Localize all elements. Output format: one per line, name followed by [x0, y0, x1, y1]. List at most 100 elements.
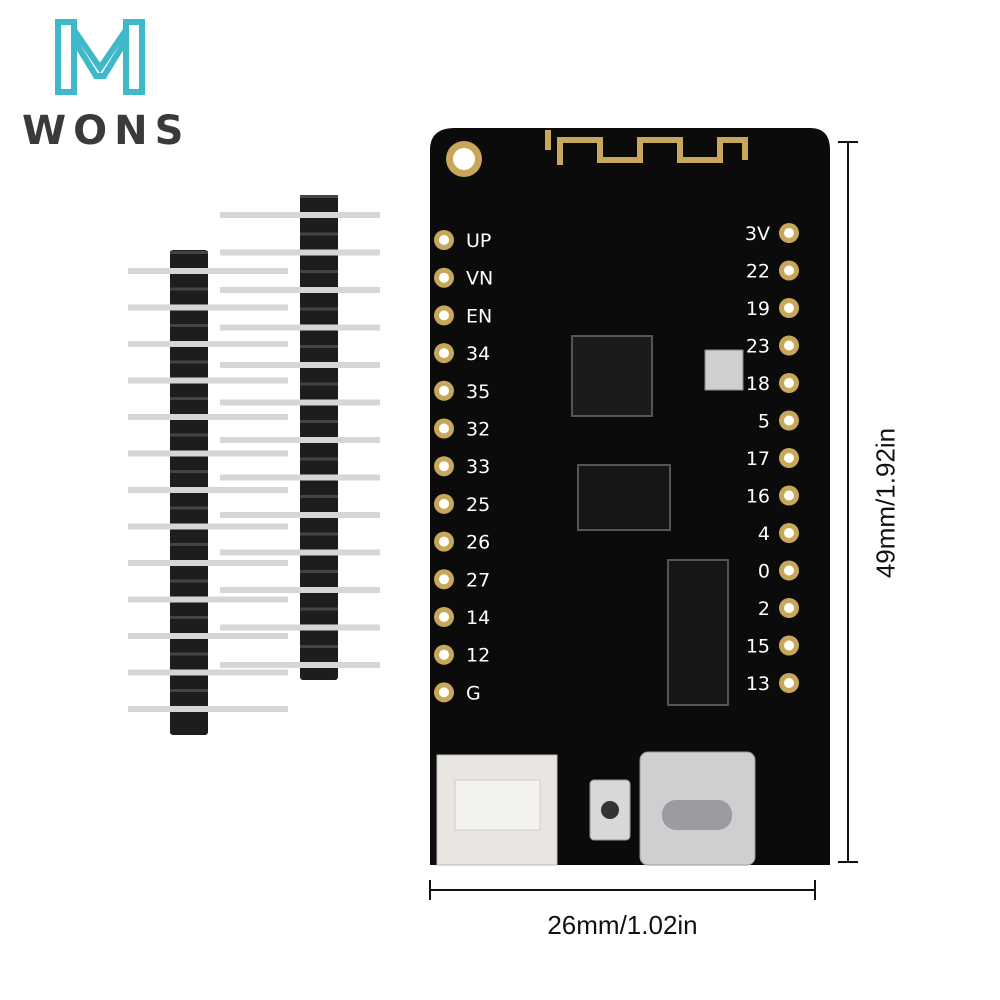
pin-hole: [439, 235, 449, 245]
pin-hole: [784, 640, 794, 651]
crystal-oscillator: [704, 349, 744, 391]
pin-label-left: 27: [466, 569, 490, 591]
antenna-trace: [545, 130, 748, 165]
pin-label-right: 5: [758, 411, 770, 433]
pin-label-left: 35: [466, 381, 490, 403]
pin-label-right: 19: [746, 298, 770, 320]
header-pin: [128, 377, 288, 384]
pin-label-left: 14: [466, 607, 490, 629]
header-divider: [300, 607, 338, 611]
pin-hole: [784, 415, 794, 426]
header-divider: [300, 532, 338, 536]
pin-hole: [439, 498, 449, 509]
pin-label-left: EN: [466, 305, 492, 327]
header-pin: [220, 512, 380, 518]
pin-label-left: 26: [466, 532, 490, 554]
header-pin: [220, 324, 380, 331]
pin-hole: [439, 461, 449, 472]
pin-label-left: 12: [466, 645, 490, 667]
header-divider: [300, 270, 338, 273]
header-divider: [300, 307, 338, 311]
pin-hole: [784, 303, 794, 313]
pin-hole: [439, 574, 449, 585]
pin-hole: [784, 228, 794, 238]
header-divider: [300, 570, 338, 573]
header-divider: [170, 616, 208, 619]
header-pin: [128, 414, 288, 420]
pin-label-right: 13: [746, 673, 770, 695]
pin-label-left: UP: [466, 230, 491, 252]
header-pin: [220, 474, 380, 481]
header-pin: [220, 249, 380, 256]
header-divider: [170, 652, 208, 656]
header-divider: [300, 232, 338, 236]
pin-hole: [784, 565, 794, 576]
header-divider: [170, 543, 208, 546]
header-pin: [128, 487, 288, 493]
header-divider: [300, 645, 338, 648]
pin-hole: [439, 649, 449, 660]
header-pin: [128, 706, 288, 712]
pin-label-right: 18: [746, 373, 770, 395]
header-divider: [170, 506, 208, 510]
header-pin: [220, 437, 380, 443]
width-label: 26mm/1.02in: [547, 910, 698, 940]
header-divider: [170, 251, 208, 254]
header-divider: [170, 360, 208, 364]
header-divider: [170, 397, 208, 400]
header-pin: [128, 450, 288, 457]
header-pin: [128, 596, 288, 603]
header-pin: [220, 624, 380, 631]
pin-hole: [439, 536, 449, 547]
header-pin: [128, 560, 288, 566]
header-divider: [170, 324, 208, 327]
header-divider: [300, 195, 338, 198]
pin-label-left: 25: [466, 494, 490, 516]
pin-label-left: G: [466, 682, 481, 704]
header-divider: [300, 495, 338, 498]
header-pin: [128, 304, 288, 311]
pin-hole: [784, 490, 794, 501]
pin-pads: [434, 223, 799, 703]
pin-label-right: 0: [758, 561, 770, 583]
pin-hole: [784, 528, 794, 538]
pin-hole: [784, 453, 794, 463]
width-dimension-line: [429, 880, 816, 900]
brand-logo-text: WONS: [22, 108, 191, 154]
wons-logo-icon: [55, 19, 145, 95]
pin-label-left: VN: [466, 268, 493, 290]
pin-label-right: 23: [746, 336, 770, 358]
pin-hole: [784, 265, 794, 276]
header-divider: [170, 689, 208, 692]
pin-hole: [784, 678, 794, 688]
pin-label-right: 15: [746, 636, 770, 658]
header-pin: [220, 362, 380, 368]
header-pins: [128, 195, 380, 712]
pin-hole: [439, 687, 449, 698]
left-pin-labels: UP VN EN 34 35 32 33 25 26 27 14 12G: [466, 230, 493, 704]
pin-label-right: 2: [758, 598, 770, 620]
header-divider: [300, 345, 338, 348]
usb-serial-chip: [667, 559, 729, 706]
header-pin: [128, 669, 288, 676]
pin-hole: [439, 612, 449, 622]
pin-hole: [784, 603, 794, 613]
pin-hole: [784, 340, 794, 351]
header-pin: [220, 587, 380, 593]
pin-hole: [439, 348, 449, 359]
pin-label-right: 22: [746, 261, 770, 283]
pin-label-left: 34: [466, 343, 490, 365]
pin-label-right: 3V: [745, 223, 770, 245]
header-pin: [128, 523, 288, 530]
pin-label-right: 17: [746, 448, 770, 470]
header-divider: [170, 433, 208, 437]
pin-hole: [439, 310, 449, 321]
header-pin: [220, 662, 380, 668]
header-pin: [128, 633, 288, 639]
pin-label-left: 32: [466, 419, 490, 441]
header-divider: [300, 420, 338, 423]
header-divider: [170, 470, 208, 473]
pin-label-left: 33: [466, 456, 490, 478]
